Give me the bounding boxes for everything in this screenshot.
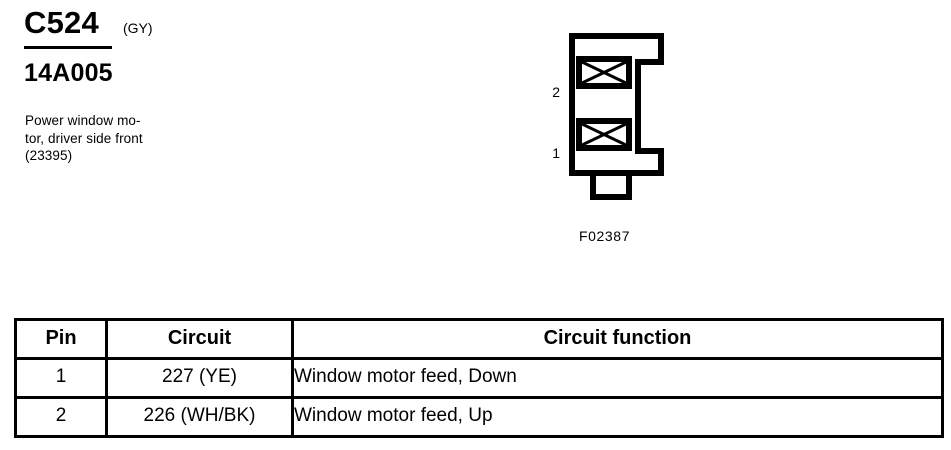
header-circuit-function: Circuit function <box>291 318 944 360</box>
connector-bottom-stub <box>590 173 632 200</box>
connector-description: Power window mo- tor, driver side front … <box>25 112 200 165</box>
header-pin: Pin <box>14 318 108 360</box>
figure-code: F02387 <box>579 228 631 244</box>
pin-table: Pin Circuit Circuit function 1 227 (YE) … <box>14 318 944 438</box>
pin-label-1: 1 <box>552 145 560 161</box>
cell-circuit: 227 (YE) <box>105 357 294 399</box>
description-line-3: (23395) <box>25 148 73 163</box>
connector-id: C524 <box>24 5 99 40</box>
connector-identification-block: C524 (GY) 14A005 Power window mo- tor, d… <box>24 5 254 163</box>
part-number: 14A005 <box>24 59 113 87</box>
connector-id-underline <box>24 46 112 49</box>
connector-body-outline <box>569 33 664 176</box>
cell-circuit: 226 (WH/BK) <box>105 396 294 438</box>
terminal-cavity-2 <box>576 56 632 89</box>
description-line-2: tor, driver side front <box>25 130 143 146</box>
cell-circuit-function: Window motor feed, Down <box>291 357 944 399</box>
connector-outline-svg <box>569 33 664 200</box>
table-row: 2 226 (WH/BK) Window motor feed, Up <box>14 396 944 438</box>
connector-color-code: (GY) <box>123 20 153 36</box>
table-row: 1 227 (YE) Window motor feed, Down <box>14 357 944 399</box>
cell-circuit-function: Window motor feed, Up <box>291 396 944 438</box>
table-header-row: Pin Circuit Circuit function <box>14 318 944 360</box>
header-circuit: Circuit <box>105 318 294 360</box>
cell-pin: 1 <box>14 357 108 399</box>
pin-table-container: Pin Circuit Circuit function 1 227 (YE) … <box>14 318 944 438</box>
terminal-cavity-1 <box>576 118 632 151</box>
connector-id-row: C524 (GY) <box>24 5 254 49</box>
connector-illustration: 2 1 F02387 <box>520 20 720 260</box>
cell-pin: 2 <box>14 396 108 438</box>
description-line-1: Power window mo- <box>25 113 141 128</box>
pin-label-2: 2 <box>552 84 560 100</box>
